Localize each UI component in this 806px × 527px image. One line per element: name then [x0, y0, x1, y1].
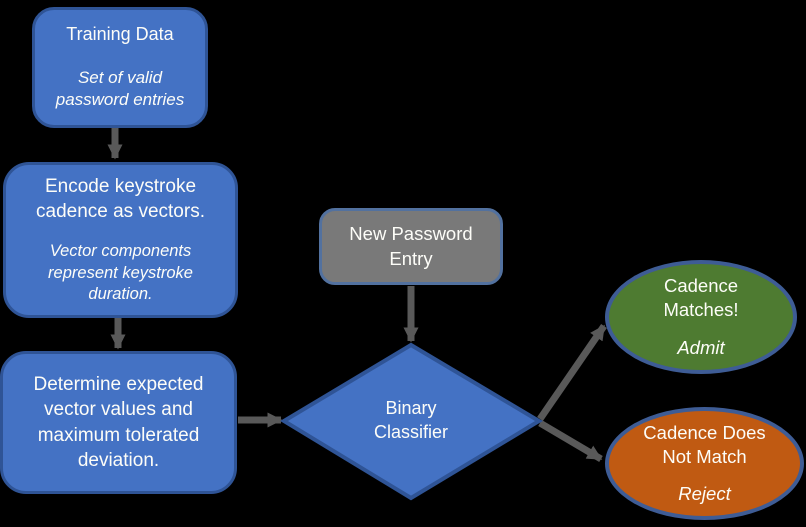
node-cadence-matches: Cadence Matches! Admit: [605, 260, 797, 374]
node-title: Training Data: [66, 24, 174, 45]
node-title: Encode keystroke cadence as vectors.: [36, 175, 205, 222]
node-title: Determine expected vector values and max…: [33, 374, 204, 471]
node-subtitle: Set of valid password entries: [55, 67, 185, 110]
node-title: New Password Entry: [349, 223, 473, 269]
node-title: Binary Classifier: [373, 398, 448, 442]
node-binary-classifier-label: Binary Classifier: [341, 386, 481, 456]
node-training-data: Training Data Set of valid password entr…: [32, 7, 208, 128]
node-title: Cadence Matches!: [663, 274, 739, 321]
node-cadence-does-not-match: Cadence Does Not Match Reject: [605, 407, 804, 520]
arrow-classifier-to-nomatch: [538, 419, 603, 463]
node-subtitle: Admit: [677, 336, 725, 358]
node-determine-vectors: Determine expected vector values and max…: [0, 351, 237, 494]
binary-classifier-diamond: [280, 342, 543, 501]
node-new-password-entry: New Password Entry: [319, 208, 503, 285]
node-subtitle: Reject: [678, 482, 731, 504]
arrow-classifier-to-match: [537, 324, 607, 421]
node-encode-keystroke: Encode keystroke cadence as vectors. Vec…: [3, 162, 238, 318]
node-subtitle: Vector components represent keystroke du…: [48, 241, 193, 304]
node-title: Cadence Does Not Match: [643, 421, 766, 468]
